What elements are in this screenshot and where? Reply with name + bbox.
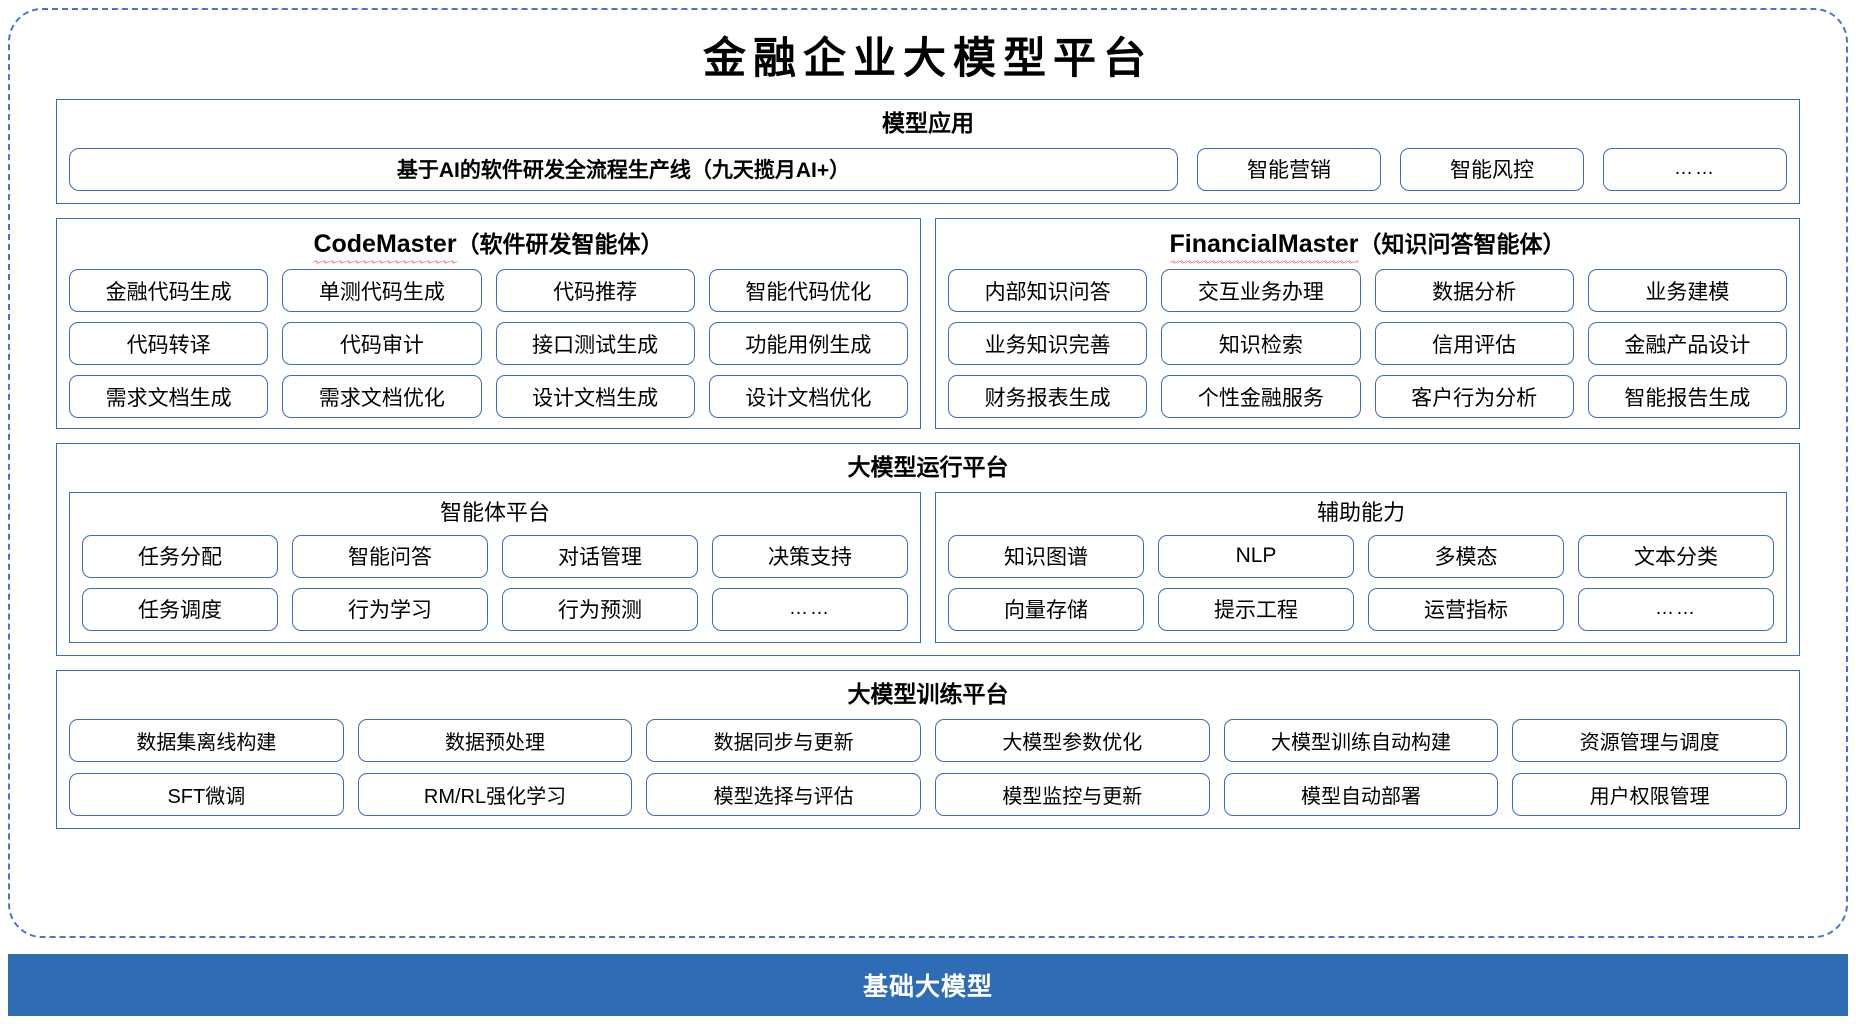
financial-master-capability-grid: 内部知识问答 交互业务办理 数据分析 业务建模 业务知识完善 知识检索 信用评估…: [948, 269, 1787, 419]
capability-chip[interactable]: 智能报告生成: [1587, 375, 1787, 419]
capability-chip[interactable]: 模型选择与评估: [646, 772, 921, 816]
platform-outer-frame: 金融企业大模型平台 模型应用 基于AI的软件研发全流程生产线（九天揽月AI+） …: [8, 8, 1848, 938]
capability-chip[interactable]: 行为学习: [292, 587, 488, 631]
capability-chip[interactable]: 业务建模: [1587, 269, 1787, 313]
capability-chip[interactable]: 业务知识完善: [948, 322, 1148, 366]
capability-chip[interactable]: 任务调度: [82, 587, 278, 631]
section-title-model-application: 模型应用: [882, 109, 974, 136]
app-chip-flagship[interactable]: 基于AI的软件研发全流程生产线（九天揽月AI+）: [69, 147, 1178, 191]
code-master-name: CodeMaster: [313, 228, 457, 264]
capability-chip[interactable]: 数据分析: [1374, 269, 1574, 313]
capability-chip[interactable]: 数据集离线构建: [69, 718, 344, 762]
subsection-title-auxiliary-capability: 辅助能力: [1316, 500, 1405, 526]
foundation-model-label: 基础大模型: [862, 973, 993, 1001]
app-chip-marketing[interactable]: 智能营销: [1197, 147, 1381, 191]
capability-chip[interactable]: 大模型参数优化: [934, 718, 1210, 762]
training-platform-grid: 数据集离线构建 数据预处理 数据同步与更新 大模型参数优化 大模型训练自动构建 …: [69, 718, 1787, 816]
subsection-auxiliary-capability: 辅助能力 知识图谱 NLP 多模态 文本分类 向量存储 提示工程 运营指标 ……: [935, 492, 1787, 643]
capability-chip[interactable]: 模型自动部署: [1223, 772, 1499, 816]
section-model-application: 模型应用 基于AI的软件研发全流程生产线（九天揽月AI+） 智能营销 智能风控 …: [56, 98, 1800, 204]
capability-chip-more[interactable]: ……: [1578, 587, 1774, 631]
section-training-platform: 大模型训练平台 数据集离线构建 数据预处理 数据同步与更新 大模型参数优化 大模…: [56, 669, 1800, 829]
capability-chip[interactable]: 内部知识问答: [948, 269, 1148, 313]
financial-master-subtitle: （知识问答智能体）: [1358, 230, 1566, 257]
app-chip-more[interactable]: ……: [1603, 147, 1787, 191]
capability-chip[interactable]: 交互业务办理: [1161, 269, 1361, 313]
capability-chip[interactable]: 代码推荐: [495, 269, 695, 313]
capability-chip[interactable]: 知识检索: [1161, 322, 1361, 366]
capability-chip[interactable]: SFT微调: [69, 772, 344, 816]
subsection-title-agent-platform: 智能体平台: [439, 500, 550, 526]
capability-chip[interactable]: 代码审计: [282, 322, 482, 366]
capability-chip[interactable]: 行为预测: [502, 587, 698, 631]
page-title: 金融企业大模型平台: [703, 34, 1153, 84]
capability-chip[interactable]: 智能问答: [292, 534, 488, 578]
app-chip-risk-control[interactable]: 智能风控: [1400, 147, 1584, 191]
capability-chip[interactable]: 财务报表生成: [948, 375, 1148, 419]
capability-chip[interactable]: 任务分配: [82, 534, 278, 578]
subsection-agent-platform: 智能体平台 任务分配 智能问答 对话管理 决策支持 任务调度 行为学习 行为预测…: [69, 492, 921, 643]
section-title-financial-master: FinancialMaster（知识问答智能体）: [948, 228, 1787, 264]
capability-chip[interactable]: 代码转译: [69, 322, 269, 366]
capability-chip[interactable]: 数据预处理: [357, 718, 633, 762]
runtime-subpanels: 智能体平台 任务分配 智能问答 对话管理 决策支持 任务调度 行为学习 行为预测…: [69, 492, 1787, 643]
capability-chip[interactable]: 金融产品设计: [1587, 322, 1787, 366]
capability-chip[interactable]: 大模型训练自动构建: [1223, 718, 1499, 762]
section-financial-master: FinancialMaster（知识问答智能体） 内部知识问答 交互业务办理 数…: [935, 217, 1800, 430]
section-code-master: CodeMaster（软件研发智能体） 金融代码生成 单测代码生成 代码推荐 智…: [56, 217, 921, 430]
capability-chip[interactable]: 设计文档优化: [708, 375, 908, 419]
code-master-subtitle: （软件研发智能体）: [456, 230, 664, 257]
capability-chip[interactable]: 需求文档生成: [69, 375, 269, 419]
capability-chip[interactable]: 知识图谱: [948, 534, 1144, 578]
agent-platform-grid: 任务分配 智能问答 对话管理 决策支持 任务调度 行为学习 行为预测 ……: [82, 534, 908, 631]
financial-master-name: FinancialMaster: [1169, 228, 1358, 264]
capability-chip[interactable]: 决策支持: [712, 534, 908, 578]
foundation-model-bar: 基础大模型: [8, 954, 1848, 1016]
capability-chip[interactable]: 客户行为分析: [1374, 375, 1574, 419]
model-application-row: 基于AI的软件研发全流程生产线（九天揽月AI+） 智能营销 智能风控 ……: [69, 147, 1787, 191]
section-title-runtime-platform: 大模型运行平台: [847, 454, 1009, 481]
capability-chip[interactable]: 接口测试生成: [495, 322, 695, 366]
capability-chip[interactable]: 文本分类: [1578, 534, 1774, 578]
agents-row: CodeMaster（软件研发智能体） 金融代码生成 单测代码生成 代码推荐 智…: [56, 217, 1800, 430]
capability-chip[interactable]: 智能代码优化: [708, 269, 908, 313]
code-master-capability-grid: 金融代码生成 单测代码生成 代码推荐 智能代码优化 代码转译 代码审计 接口测试…: [69, 269, 908, 419]
section-runtime-platform: 大模型运行平台 智能体平台 任务分配 智能问答 对话管理 决策支持 任务调度 行…: [56, 443, 1800, 656]
capability-chip[interactable]: 对话管理: [502, 534, 698, 578]
capability-chip[interactable]: 多模态: [1368, 534, 1564, 578]
capability-chip[interactable]: 数据同步与更新: [646, 718, 921, 762]
capability-chip[interactable]: 金融代码生成: [69, 269, 269, 313]
capability-chip[interactable]: 运营指标: [1368, 587, 1564, 631]
capability-chip[interactable]: 功能用例生成: [708, 322, 908, 366]
capability-chip[interactable]: 模型监控与更新: [934, 772, 1210, 816]
capability-chip[interactable]: NLP: [1158, 534, 1354, 578]
capability-chip[interactable]: RM/RL强化学习: [357, 772, 633, 816]
capability-chip[interactable]: 向量存储: [948, 587, 1144, 631]
capability-chip[interactable]: 个性金融服务: [1161, 375, 1361, 419]
section-title-training-platform: 大模型训练平台: [847, 680, 1009, 707]
auxiliary-capability-grid: 知识图谱 NLP 多模态 文本分类 向量存储 提示工程 运营指标 ……: [948, 534, 1774, 631]
capability-chip[interactable]: 需求文档优化: [282, 375, 482, 419]
capability-chip[interactable]: 提示工程: [1158, 587, 1354, 631]
capability-chip[interactable]: 单测代码生成: [282, 269, 482, 313]
capability-chip[interactable]: 信用评估: [1374, 322, 1574, 366]
section-title-code-master: CodeMaster（软件研发智能体）: [69, 228, 908, 264]
capability-chip[interactable]: 资源管理与调度: [1512, 718, 1787, 762]
capability-chip[interactable]: 设计文档生成: [495, 375, 695, 419]
capability-chip[interactable]: 用户权限管理: [1512, 772, 1787, 816]
capability-chip-more[interactable]: ……: [712, 587, 908, 631]
